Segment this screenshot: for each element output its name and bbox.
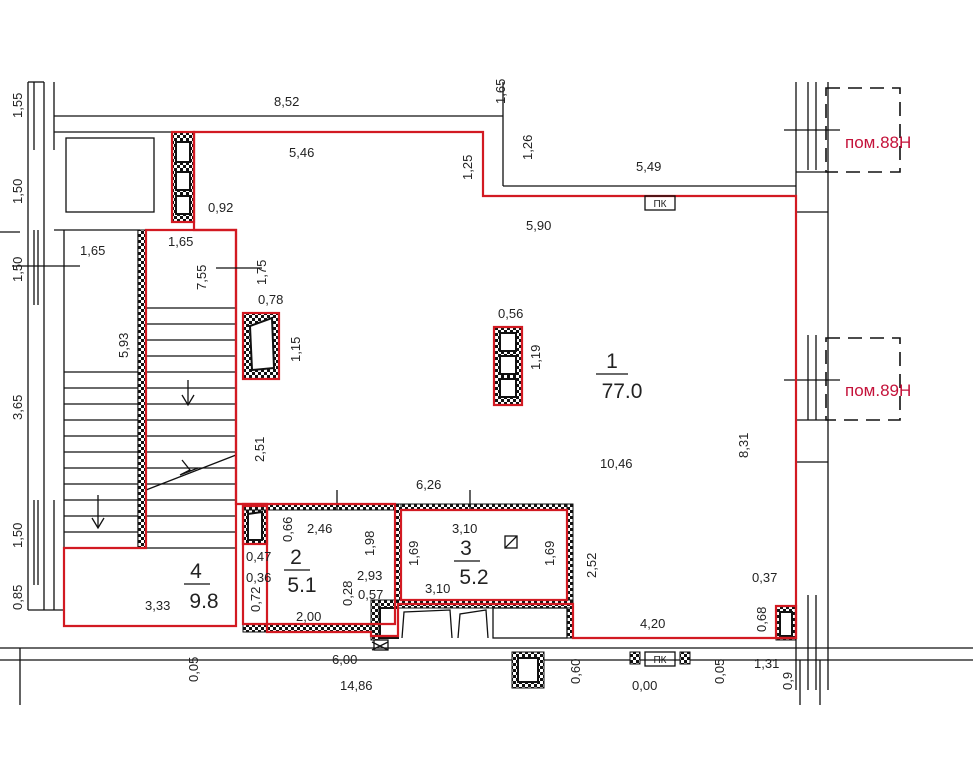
dim-label: 0,00 xyxy=(632,678,657,693)
dim-label: 5,46 xyxy=(289,145,314,160)
pk-mark-2: ПК xyxy=(653,655,666,666)
dim-label: 3,10 xyxy=(452,521,477,536)
dim-label: 1,50 xyxy=(10,257,25,282)
room-3-area: 5.2 xyxy=(459,566,488,589)
dim-label: 8,31 xyxy=(736,433,751,458)
dim-label: 1,69 xyxy=(406,541,421,566)
dim-label: 3,10 xyxy=(425,581,450,596)
neighbor-rooms xyxy=(784,87,901,421)
dim-label: 3,65 xyxy=(10,395,25,420)
dim-label: 1,26 xyxy=(520,135,535,160)
building-walls xyxy=(0,81,973,705)
room-1-number: 1 xyxy=(606,350,618,373)
dim-label: 2,00 xyxy=(296,609,321,624)
dim-label: 0,66 xyxy=(280,517,295,542)
columns xyxy=(242,312,797,641)
dim-label: 2,46 xyxy=(307,521,332,536)
dim-label: 1,65 xyxy=(493,79,508,104)
dim-label: 8,52 xyxy=(274,94,299,109)
dim-label: 1,69 xyxy=(542,541,557,566)
dim-label: 0,68 xyxy=(754,607,769,632)
dim-label: 1,25 xyxy=(460,155,475,180)
room-2-outline[interactable] xyxy=(241,502,397,626)
dim-label: 0,05 xyxy=(712,659,727,684)
dim-label: 2,93 xyxy=(357,568,382,583)
dim-label: 1,15 xyxy=(288,337,303,362)
dim-label: 0,47 xyxy=(246,549,271,564)
dim-label: 0,56 xyxy=(498,306,523,321)
dim-label: 5,90 xyxy=(526,218,551,233)
dim-label: 1,50 xyxy=(10,523,25,548)
dim-label: 2,51 xyxy=(252,437,267,462)
dim-label: 0,78 xyxy=(258,292,283,307)
room-4-area: 9.8 xyxy=(189,590,218,613)
dim-label: 6,00 xyxy=(332,652,357,667)
room-3-outline[interactable] xyxy=(399,508,569,602)
dim-label: 1,98 xyxy=(362,531,377,556)
dim-label: 0,28 xyxy=(340,581,355,606)
dim-label: 0,60 xyxy=(568,659,583,684)
dim-label: 0,85 xyxy=(10,585,25,610)
dim-label: 1,55 xyxy=(10,93,25,118)
dimension-lines xyxy=(0,231,262,269)
room-4-number: 4 xyxy=(190,560,202,583)
room-2-number: 2 xyxy=(290,546,302,569)
dimension-labels: 1,55 8,52 1,65 1,26 5,46 1,25 5,49 1,50 … xyxy=(10,79,795,693)
room-2-area: 5.1 xyxy=(287,574,316,597)
dim-label: 10,46 xyxy=(600,456,633,471)
room-outlines xyxy=(62,130,798,640)
dim-label: 7,55 xyxy=(194,265,209,290)
room-3-number: 3 xyxy=(460,537,472,560)
dim-label: 1,65 xyxy=(168,234,193,249)
dim-label: 0,05 xyxy=(186,657,201,682)
dim-label: 0,36 xyxy=(246,570,271,585)
dim-label: 0,72 xyxy=(248,587,263,612)
room-4-outline[interactable] xyxy=(62,228,238,628)
dim-label: 14,86 xyxy=(340,678,373,693)
dim-label: 1,50 xyxy=(10,179,25,204)
dim-label: 1,75 xyxy=(254,260,269,285)
dim-label: 1,19 xyxy=(528,345,543,370)
pk-mark-1: ПК xyxy=(653,199,666,210)
dim-label: 0,92 xyxy=(208,200,233,215)
neighbor-label-88: пом.88Н xyxy=(845,133,911,152)
dim-label: 1,65 xyxy=(80,243,105,258)
dim-label: 5,49 xyxy=(636,159,661,174)
dim-label: 0,57 xyxy=(358,587,383,602)
dim-label: 4,20 xyxy=(640,616,665,631)
dim-label: 2,52 xyxy=(584,553,599,578)
dim-label: 0,9 xyxy=(780,672,795,690)
room-1-area: 77.0 xyxy=(602,380,643,403)
dim-label: 1,31 xyxy=(754,656,779,671)
dim-label: 6,26 xyxy=(416,477,441,492)
room-labels: 1 77.0 2 5.1 3 5.2 4 9.8 xyxy=(184,350,642,613)
pk-marks: ПК ПК xyxy=(644,195,676,667)
dim-label: 0,37 xyxy=(752,570,777,585)
neighbor-label-89: пом.89Н xyxy=(845,381,911,400)
dim-label: 5,93 xyxy=(116,333,131,358)
dim-label: 3,33 xyxy=(145,598,170,613)
